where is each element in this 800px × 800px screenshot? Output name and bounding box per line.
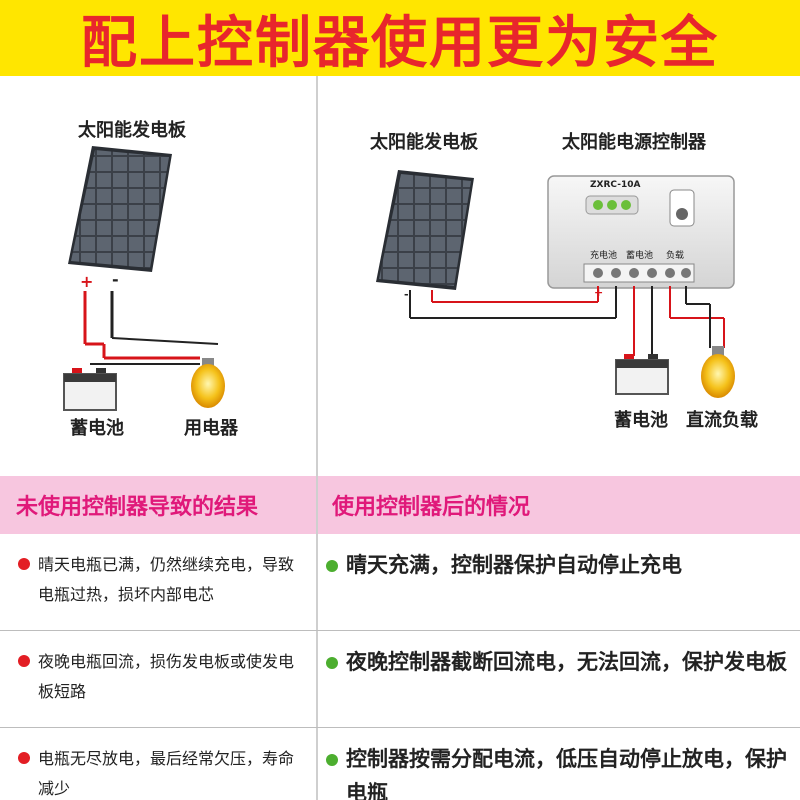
left-appliance-label: 用电器 [184, 418, 238, 439]
right-minus-sign: - [404, 288, 409, 301]
red-dot-icon [18, 655, 30, 667]
right-plus-sign: + [594, 286, 604, 299]
left-panel-label: 太阳能发电板 [78, 120, 186, 141]
row-bad-cell: 晴天电瓶已满，仍然继续充电，导致电瓶过热，损坏内部电芯 [0, 534, 316, 610]
left-diagram: 太阳能发电板 + - 蓄电池 用电器 [0, 76, 316, 476]
row-good-text: 晴天充满，控制器保护自动停止充电 [346, 553, 682, 577]
controller-label: 太阳能电源控制器 [562, 132, 706, 153]
right-panel-label: 太阳能发电板 [370, 132, 478, 153]
battery-icon [615, 354, 669, 395]
row-bad-text: 晴天电瓶已满，仍然继续充电，导致电瓶过热，损坏内部电芯 [38, 555, 295, 604]
comparison-row: 夜晚电瓶回流，损伤发电板或使发电板短路 夜晚控制器截断回流电，无法回流，保护发电… [0, 631, 800, 727]
row-divider [0, 630, 800, 631]
row-good-text: 夜晚控制器截断回流电，无法回流，保护发电板 [346, 650, 787, 674]
light-bulb-icon [701, 346, 735, 398]
red-dot-icon [18, 752, 30, 764]
solar-panel-icon [376, 170, 474, 290]
row-divider [0, 727, 800, 728]
row-good-cell: 夜晚控制器截断回流电，无法回流，保护发电板 [318, 631, 800, 679]
right-wiring-svg [376, 170, 735, 398]
row-bad-cell: 电瓶无尽放电，最后经常欠压，寿命减少 [0, 728, 316, 800]
right-header: 使用控制器后的情况 [318, 476, 800, 534]
green-dot-icon [326, 754, 338, 766]
row-bad-cell: 夜晚电瓶回流，损伤发电板或使发电板短路 [0, 631, 316, 707]
left-wiring-svg [63, 146, 225, 411]
green-dot-icon [326, 657, 338, 669]
comparison-row: 电瓶无尽放电，最后经常欠压，寿命减少 控制器按需分配电流，低压自动停止放电，保护… [0, 728, 800, 800]
terminal-label-battery: 蓄电池 [626, 251, 654, 261]
left-header-text: 未使用控制器导致的结果 [16, 495, 259, 520]
terminal-label-charge: 充电池 [590, 251, 618, 261]
left-plus-sign: + [80, 272, 94, 291]
red-dot-icon [18, 558, 30, 570]
row-bad-text: 夜晚电瓶回流，损伤发电板或使发电板短路 [38, 652, 295, 701]
solar-panel-icon [68, 146, 172, 272]
banner-title: 配上控制器使用更为安全 [81, 10, 719, 76]
terminal-label-load: 负载 [666, 251, 685, 261]
load-label: 直流负载 [686, 410, 758, 431]
light-bulb-icon [191, 358, 225, 408]
row-bad-text: 电瓶无尽放电，最后经常欠压，寿命减少 [38, 749, 295, 798]
row-good-cell: 控制器按需分配电流，低压自动停止放电，保护电瓶 [318, 728, 800, 800]
title-banner: 配上控制器使用更为安全 [0, 0, 800, 76]
right-diagram: 太阳能发电板 太阳能电源控制器 ZXRC-10A 充电池 蓄电池 负载 + - … [318, 76, 800, 476]
right-battery-label: 蓄电池 [614, 410, 668, 431]
controller-icon [547, 175, 735, 289]
comparison-row: 晴天电瓶已满，仍然继续充电，导致电瓶过热，损坏内部电芯 晴天充满，控制器保护自动… [0, 534, 800, 630]
left-battery-label: 蓄电池 [70, 418, 124, 439]
row-good-cell: 晴天充满，控制器保护自动停止充电 [318, 534, 800, 582]
left-minus-sign: - [112, 270, 119, 289]
column-divider [316, 76, 318, 800]
right-header-text: 使用控制器后的情况 [332, 495, 531, 520]
row-good-text: 控制器按需分配电流，低压自动停止放电，保护电瓶 [346, 747, 787, 800]
green-dot-icon [326, 560, 338, 572]
left-header: 未使用控制器导致的结果 [0, 476, 316, 534]
battery-icon [63, 368, 117, 411]
controller-model: ZXRC-10A [590, 180, 641, 190]
